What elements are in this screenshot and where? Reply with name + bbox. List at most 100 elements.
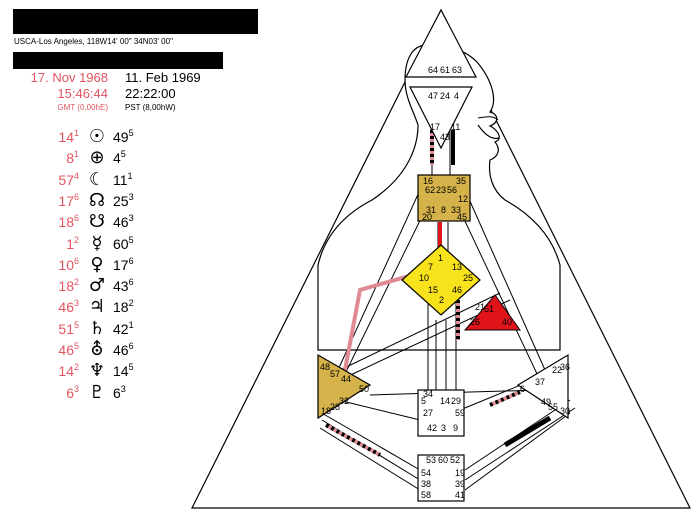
moon-icon: ☾	[88, 168, 106, 190]
personality-activation: 466	[113, 341, 134, 358]
planet-row: 465⛢466	[0, 339, 200, 361]
gate-10: 10	[419, 273, 429, 283]
gate-labels: 64 61 63 47 24 4 17 11 43 16 62 23 56 35…	[320, 65, 570, 500]
gate-59: 59	[455, 408, 465, 418]
design-activation: 463	[58, 298, 79, 316]
design-activation: 515	[58, 319, 79, 337]
personality-activation: 45	[113, 149, 126, 167]
personality-activation: 182	[113, 298, 134, 316]
planet-row: 182♂436	[0, 275, 200, 297]
gate-56: 56	[447, 185, 457, 195]
personality-activation: 176	[113, 255, 134, 273]
outer-triangle	[191, 8, 691, 509]
mouth-line	[477, 124, 500, 140]
saturn-icon: ♄	[88, 317, 106, 339]
gate-35: 35	[456, 176, 466, 186]
gate-28: 28	[330, 402, 340, 412]
gate-27: 27	[423, 408, 433, 418]
venus-icon: ♀	[90, 253, 104, 275]
design-activation: 81	[66, 149, 79, 167]
gate-31: 31	[426, 205, 436, 215]
redacted-info-bar	[13, 52, 223, 69]
pluto-icon: ♇	[88, 381, 106, 403]
gate-51: 51	[484, 304, 494, 314]
personality-activation: 495	[113, 128, 134, 145]
planet-row: 141 ☉ 495	[0, 126, 200, 148]
design-activation: 12	[66, 234, 79, 252]
personality-activation: 111	[113, 170, 133, 188]
personality-activation: 463	[113, 213, 134, 231]
gate-41: 41	[455, 490, 465, 500]
redacted-name-bar	[13, 9, 258, 34]
design-activation: 141	[58, 128, 79, 145]
gate-12: 12	[458, 194, 468, 204]
jupiter-icon: ♃	[88, 296, 106, 318]
neptune-icon: ♆	[88, 360, 106, 382]
gate-13: 13	[452, 262, 462, 272]
planet-row: 12☿605	[0, 233, 200, 255]
personality-activation: 436	[113, 277, 134, 295]
gate-38: 38	[421, 479, 431, 489]
gate-19: 19	[455, 468, 465, 478]
gate-32: 32	[339, 396, 349, 406]
gate-57: 57	[330, 369, 340, 379]
planet-row: 106♀176	[0, 253, 200, 276]
ego-center	[463, 294, 521, 331]
earth-icon: ⊕	[89, 147, 105, 169]
gate-39: 39	[455, 479, 465, 489]
sun-icon: ☉	[88, 126, 106, 147]
gate-24: 24	[440, 91, 450, 101]
design-activation: 574	[58, 170, 79, 188]
personality-timezone: PST (8,00hW)	[125, 103, 176, 112]
design-activation: 63	[66, 383, 79, 401]
gate-15: 15	[428, 285, 438, 295]
spleen-center	[317, 353, 372, 420]
gate-16: 16	[423, 176, 433, 186]
gate-43: 43	[440, 132, 450, 142]
gate-18: 18	[321, 406, 331, 416]
gate-25: 25	[463, 273, 473, 283]
design-activation: 182	[58, 277, 79, 295]
throat-center	[417, 174, 471, 222]
gate-60: 60	[438, 455, 448, 465]
planet-row: 81 ⊕ 45	[0, 147, 200, 169]
gate-58: 58	[421, 490, 431, 500]
design-time: 15:46:44	[57, 86, 108, 101]
gate-2: 2	[439, 295, 444, 305]
gate-8: 8	[441, 205, 446, 215]
gate-45: 45	[457, 212, 467, 222]
personality-activation: 145	[113, 362, 134, 380]
gate-5: 5	[421, 396, 426, 406]
gate-62: 62	[425, 185, 435, 195]
gate-3: 3	[441, 423, 446, 433]
personality-activation: 63	[113, 383, 126, 401]
gate-37: 37	[535, 377, 545, 387]
design-timezone: GMT (0,00hE)	[57, 103, 108, 112]
gate-26: 26	[470, 317, 480, 327]
gate-23: 23	[436, 185, 446, 195]
personality-activation: 253	[113, 191, 134, 209]
design-date: 17. Nov 1968	[30, 70, 108, 85]
solar-plexus-center	[516, 353, 569, 420]
design-activation: 186	[58, 213, 79, 231]
root-center	[417, 454, 465, 502]
striped-channels	[325, 130, 552, 457]
gate-47: 47	[428, 91, 438, 101]
design-activation: 142	[58, 362, 79, 380]
gate-42: 42	[427, 423, 437, 433]
uranus-icon: ⛢	[90, 339, 104, 360]
gate-29: 29	[451, 396, 461, 406]
gate-17: 17	[430, 122, 440, 132]
location-text: USCA-Los Angeles, 118W14' 00" 34N03' 00"	[14, 37, 173, 46]
north-node-icon: ☊	[89, 189, 105, 211]
gate-64: 64	[428, 65, 438, 75]
gate-46: 46	[452, 285, 462, 295]
gate-4: 4	[454, 91, 459, 101]
gate-48: 48	[320, 362, 330, 372]
planet-row: 176 ☊ 253	[0, 189, 200, 212]
design-activation: 176	[58, 191, 79, 209]
gate-33: 33	[451, 205, 461, 215]
planet-row: 186☋463	[0, 211, 200, 233]
gate-49: 49	[541, 397, 551, 407]
